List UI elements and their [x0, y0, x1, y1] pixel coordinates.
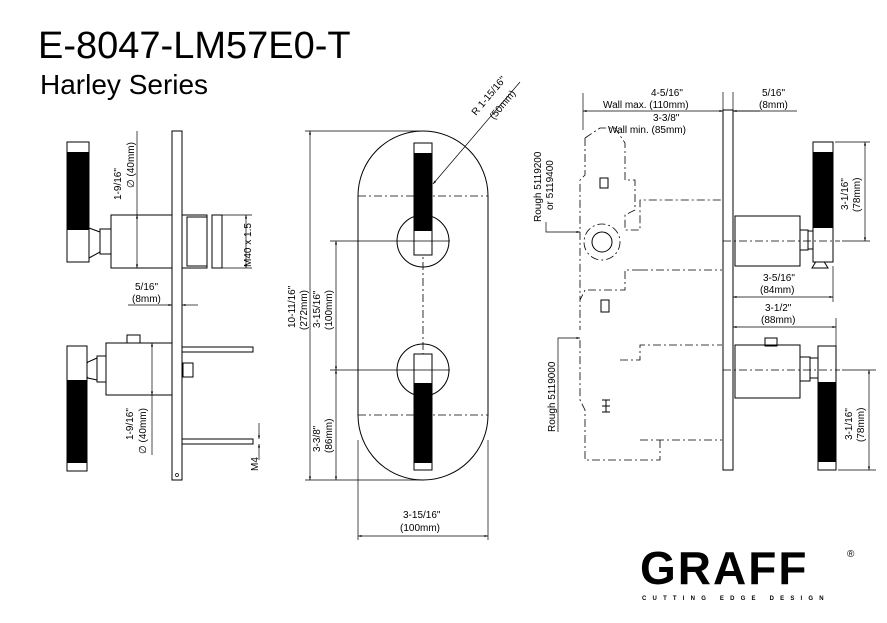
- rough-bottom-label: Rough 5119000: [547, 361, 558, 432]
- install-wall-plate: [722, 109, 734, 471]
- top-valve-body: [110, 214, 173, 269]
- handle-bottom-mm: (78mm): [856, 408, 867, 442]
- height-mm: (272mm): [299, 290, 310, 330]
- graff-logo: GRAFF ® CUTTING EDGE DESIGN: [640, 542, 855, 602]
- plate-thickness-mm: (8mm): [132, 294, 161, 305]
- screw-label: M4: [250, 457, 261, 471]
- handle-top-label: 3-1/16": [840, 178, 851, 210]
- width-mm: (100mm): [400, 523, 440, 534]
- handle-bottom-label: 3-1/16": [844, 408, 855, 440]
- bottom-handle-grip: [67, 380, 87, 463]
- top-lever: [414, 153, 432, 231]
- top-diameter-label: 1-9/16": [113, 168, 124, 200]
- wall-max-label: Wall max. (110mm): [603, 100, 689, 111]
- install-top-handle: [813, 152, 833, 228]
- logo-registered: ®: [847, 549, 855, 560]
- plate-thickness-label: 5/16": [135, 282, 158, 293]
- top-diameter-mm: ∅ (40mm): [126, 142, 137, 188]
- projection-bottom-label: 3-1/2": [765, 303, 792, 314]
- install-view: 4-5/16" Wall max. (110mm) 3-3/8" Wall mi…: [533, 88, 876, 471]
- front-view: 10-11/16" (272mm) 3-15/16" (100mm) 3-3/8…: [287, 74, 521, 540]
- spacing-label: 3-15/16": [312, 290, 323, 328]
- plate-label: 5/16": [762, 88, 785, 99]
- spacing-mm: (100mm): [324, 290, 335, 330]
- bottom-valve-body: [105, 342, 173, 396]
- bottom-lever: [414, 383, 432, 463]
- wall-min-value: 3-3/8": [653, 113, 680, 124]
- width-label: 3-15/16": [403, 510, 441, 521]
- projection-bottom-mm: (88mm): [761, 315, 795, 326]
- thread-label: M40 x 1.5: [243, 223, 254, 267]
- side-view: 1-9/16" ∅ (40mm) M40 x 1.5 5/16" (8mm) 1…: [66, 130, 261, 481]
- lower-mm: (86mm): [324, 419, 335, 453]
- rough-top-alt: or 5119400: [545, 160, 556, 210]
- lower-label: 3-3/8": [312, 425, 323, 452]
- install-bottom-handle: [818, 382, 836, 462]
- bottom-diameter-mm: ∅ (40mm): [138, 408, 149, 454]
- plate-mm: (8mm): [759, 100, 788, 111]
- projection-top-mm: (84mm): [760, 285, 794, 296]
- wall-plate: [171, 130, 183, 481]
- height-label: 10-11/16": [287, 285, 298, 328]
- rough-valve-outline: [579, 127, 722, 461]
- rough-top-label: Rough 5119200: [533, 151, 544, 222]
- projection-top-label: 3-5/16": [763, 273, 795, 284]
- logo-brand: GRAFF: [640, 542, 808, 594]
- wall-min-label: Wall min. (85mm): [608, 125, 686, 136]
- handle-top-mm: (78mm): [852, 178, 863, 212]
- wall-max-value: 4-5/16": [651, 88, 683, 99]
- series-name: Harley Series: [40, 69, 208, 100]
- logo-tagline: CUTTING EDGE DESIGN: [642, 596, 830, 602]
- top-handle-grip: [67, 152, 89, 230]
- model-number: E-8047-LM57E0-T: [38, 25, 351, 67]
- bottom-diameter-label: 1-9/16": [125, 408, 136, 440]
